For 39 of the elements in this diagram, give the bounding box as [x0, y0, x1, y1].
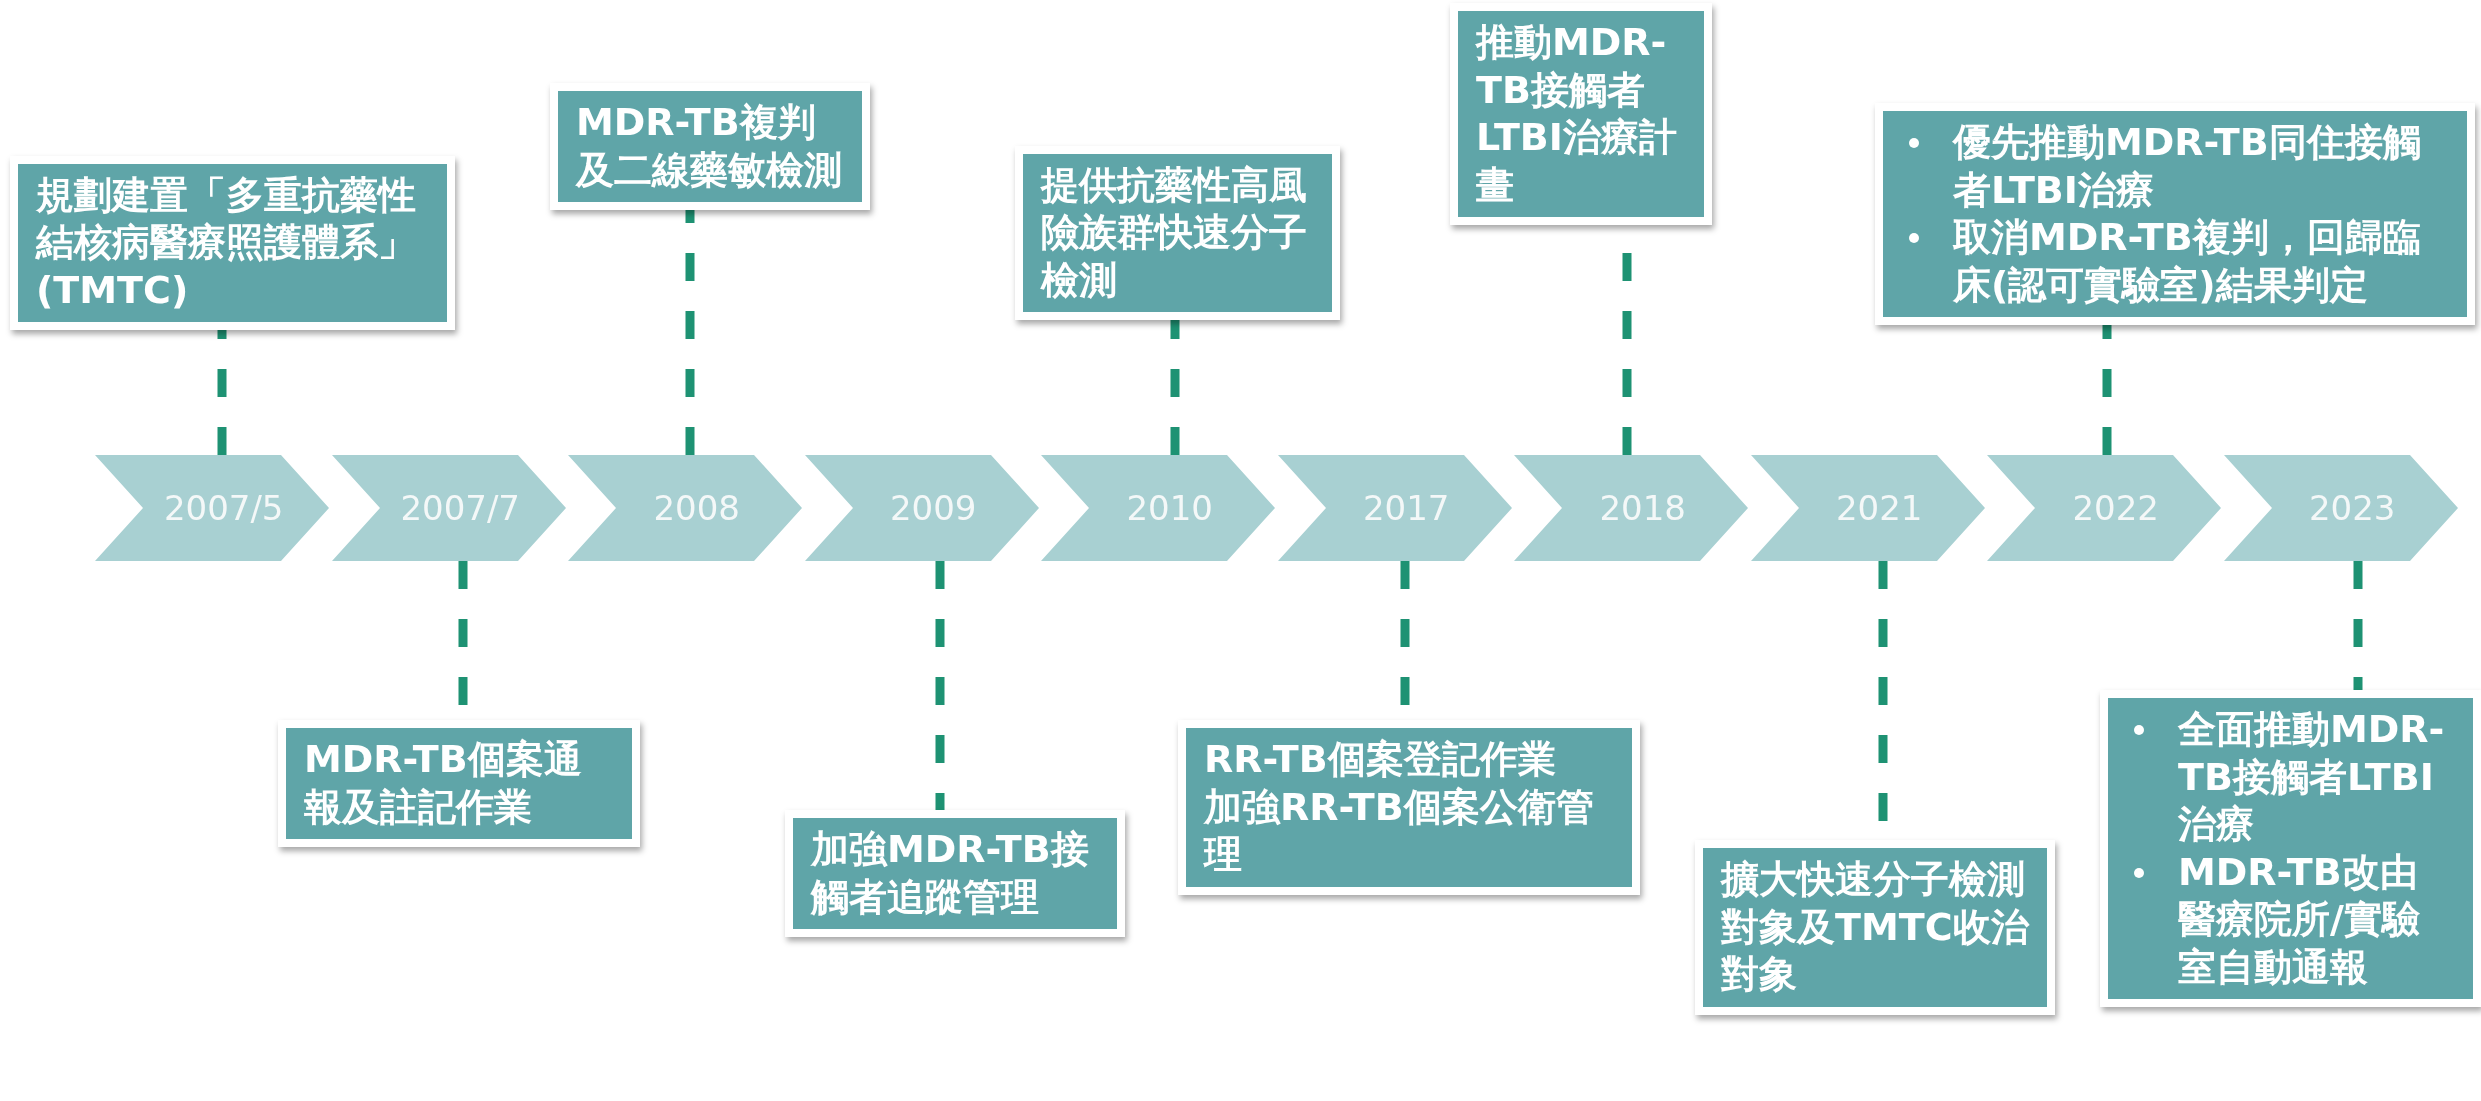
year-label: 2021 — [1835, 488, 1923, 528]
event-text: 優先推動MDR-TB同住接觸者LTBI治療 — [1953, 119, 2422, 214]
timeline-segment — [95, 455, 329, 561]
timeline-segment — [568, 455, 802, 561]
event-text: 推動MDR-TB接觸者LTBI治療計畫 — [1476, 19, 1678, 209]
event-text: 加強MDR-TB接觸者追蹤管理 — [811, 826, 1090, 921]
event-text: RR-TB個案登記作業 — [1204, 736, 1557, 783]
timeline-segment — [2223, 455, 2458, 561]
connector-line — [935, 561, 945, 810]
event-text: MDR-TB改由醫療院所/實驗室自動通報 — [2178, 848, 2421, 991]
year-label: 2017 — [1362, 488, 1450, 528]
timeline-segment — [1987, 455, 2221, 561]
year-label: 2018 — [1599, 488, 1686, 528]
timeline-segment — [1277, 455, 1512, 561]
year-label: 2023 — [2308, 488, 2396, 528]
timeline-segment — [1514, 455, 1748, 561]
event-text: 提供抗藥性高風險族群快速分子檢測 — [1041, 161, 1308, 304]
connector-line — [217, 330, 227, 455]
timeline-segment — [1041, 455, 1275, 561]
year-label: 2007/7 — [400, 488, 520, 528]
event-text: 加強RR-TB個案公衛管理 — [1204, 783, 1595, 878]
timeline-segment — [1750, 455, 1985, 561]
event-text: 規劃建置「多重抗藥性結核病醫療照護體系」(TMTC) — [36, 171, 417, 314]
year-label: 2008 — [653, 488, 740, 528]
timeline-segment — [331, 455, 566, 561]
connector-line — [685, 210, 695, 455]
event-text: MDR-TB個案通報及註記作業 — [304, 736, 583, 831]
year-label: 2007/5 — [163, 488, 284, 528]
event-text: 擴大快速分子檢測對象及TMTC收治對象 — [1721, 856, 2029, 998]
connector-line — [2102, 325, 2112, 455]
connector-line — [2353, 561, 2363, 690]
year-label: 2022 — [2072, 488, 2159, 528]
event-text: 取消MDR-TB複判，回歸臨床(認可實驗室)結果判定 — [1953, 214, 2422, 309]
event-text: MDR-TB複判及二線藥敏檢測 — [576, 99, 843, 194]
year-label: 2009 — [889, 488, 977, 528]
year-label: 2010 — [1126, 488, 1213, 528]
timeline-segment — [804, 455, 1039, 561]
connector-line — [1170, 320, 1180, 455]
event-text: 全面推動MDR-TB接觸者LTBI治療 — [2178, 706, 2446, 848]
